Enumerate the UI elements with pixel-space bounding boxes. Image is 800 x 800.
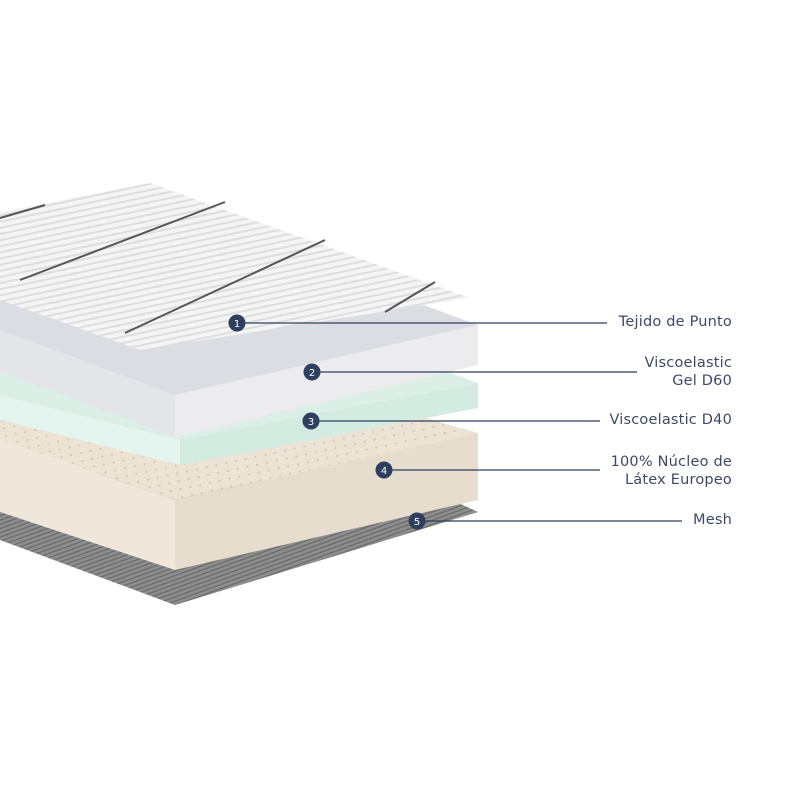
marker-5: 5: [408, 512, 426, 530]
label-visco-d40: Viscoelastic D40: [609, 412, 732, 428]
svg-text:2: 2: [309, 368, 315, 379]
svg-text:3: 3: [308, 417, 314, 428]
label-mesh: Mesh: [693, 512, 732, 528]
svg-text:5: 5: [414, 517, 420, 528]
leader-lines: [237, 322, 682, 522]
svg-text:4: 4: [381, 466, 387, 477]
marker-4: 4: [375, 461, 393, 479]
svg-text:1: 1: [234, 319, 240, 330]
markers: 1 2 3 4 5: [228, 314, 426, 530]
marker-2: 2: [303, 363, 321, 381]
label-tejido: Tejido de Punto: [618, 314, 732, 330]
marker-3: 3: [302, 412, 320, 430]
layer-fabric: [0, 183, 470, 350]
marker-1: 1: [228, 314, 246, 332]
